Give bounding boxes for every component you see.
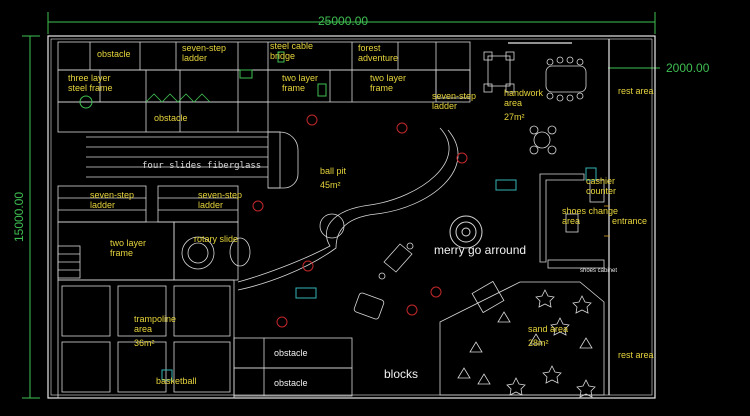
ball-pit-curve xyxy=(237,127,459,291)
width-dimension-label: 25000.00 xyxy=(318,14,369,28)
height-dimension-label: 15000.00 xyxy=(12,191,27,243)
climbing-frame-grid xyxy=(57,41,471,133)
blocks-label: blocks xyxy=(384,367,419,381)
rotary-slide-label: rotary slide xyxy=(194,234,239,244)
rest-area-label-bottom: rest area xyxy=(618,350,654,360)
red-markers xyxy=(252,114,468,328)
four-slides-label: four slides fiberglass xyxy=(142,161,262,171)
sand-area xyxy=(439,280,605,398)
four-slides-fiberglass xyxy=(86,131,299,189)
cyan-markers xyxy=(161,167,597,381)
two-layer-frame-label-b: two layer frame xyxy=(370,73,407,93)
handwork-area-size-label: 27m² xyxy=(504,112,525,122)
obstacle-label-top: obstacle xyxy=(97,49,131,59)
entrance-door xyxy=(604,205,610,237)
outer-wall xyxy=(47,35,656,399)
handwork-furniture xyxy=(483,51,587,155)
ball-pit-label: ball pit xyxy=(320,166,347,176)
seven-step-ladder-label-right: seven-step ladder xyxy=(198,190,243,210)
sand-area-label: sand area xyxy=(528,324,569,334)
obstacle-label-low-b: obstacle xyxy=(274,378,308,388)
inner-wall xyxy=(50,38,653,396)
seven-step-ladder-label-left: seven-step ladder xyxy=(90,190,135,210)
basketball-label: basketball xyxy=(156,376,197,386)
three-layer-steel-frame-label: three layer steel frame xyxy=(68,73,113,93)
ball-pit-size-label: 45m² xyxy=(320,180,341,190)
two-layer-frame-label-a: two layer frame xyxy=(282,73,319,93)
merry-go-round xyxy=(449,215,483,249)
merry-go-around-label: merry go arround xyxy=(434,243,527,257)
obstacle-boxes xyxy=(233,337,353,397)
cashier-counter xyxy=(539,173,605,269)
seven-step-ladder-label-top: seven-step ladder xyxy=(182,43,227,63)
trampoline-area-label: trampoline area xyxy=(134,314,177,334)
entrance-label: entrance xyxy=(612,216,648,226)
sand-area-size-label: 28m² xyxy=(528,338,549,348)
offset-dimension-label: 2000.00 xyxy=(666,61,710,75)
obstacle-label-mid: obstacle xyxy=(154,113,188,123)
steel-cable-bridge-label: steel cable bridge xyxy=(270,41,314,61)
ladders-and-frames xyxy=(57,185,251,281)
shoes-change-area-label: shoes change area xyxy=(562,206,619,226)
obstacle-label-low-a: obstacle xyxy=(274,348,308,358)
vehicles xyxy=(353,242,414,320)
shoes-cabinet-label: shoes cabinet xyxy=(580,268,618,274)
trampoline-size-label: 36m² xyxy=(134,338,155,348)
cashier-counter-label: cashier counter xyxy=(586,176,617,196)
rest-area-label-top: rest area xyxy=(618,86,654,96)
handwork-area-label: handwork area xyxy=(504,88,544,108)
two-layer-frame-label-c: two layer frame xyxy=(110,238,147,258)
seven-step-ladder-label-mid: seven-step ladder xyxy=(432,91,477,111)
forest-adventure-label: forest adventure xyxy=(358,43,399,63)
green-markers xyxy=(79,51,327,109)
